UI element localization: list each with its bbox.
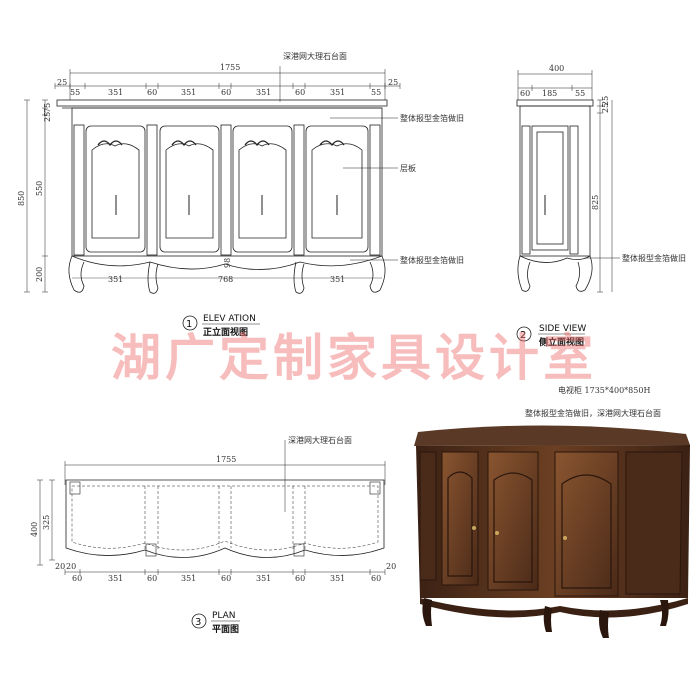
elev-dim-7: 60 [295,88,305,97]
side-label-cn: 侧立面视图 [539,336,584,348]
side-label-en: SIDE VIEW [539,324,586,334]
plan-left-dim-1: 325 [42,515,51,530]
elev-dim-8: 351 [330,88,345,97]
elevation-label-cn: 正立面视图 [203,326,248,338]
side-right-dim-1: 25 [601,103,610,113]
plan-dim-9: 60 [371,574,381,583]
plan-label-en: PLAN [212,611,236,621]
plan-dim-7: 60 [295,574,305,583]
plan-dim-5: 60 [221,574,231,583]
side-dim-0: 60 [520,89,530,98]
elev-dim-4: 351 [181,88,196,97]
sideboard-photo [410,420,690,645]
elev-center-dim: 98 [223,258,232,268]
elev-overall-width: 1755 [220,63,240,72]
plan-dim-0: 20 [66,562,76,571]
side-note: 整体报型金箔做旧 [622,253,686,263]
plan-left-dim-2: 20 [55,562,65,571]
elev-overall-height: 850 [17,191,26,206]
side-dim-1: 185 [542,89,557,98]
elev-bottom-dim-2: 351 [330,275,345,284]
watermark-text: 湖广定制家具设计室 [111,329,597,387]
side-number: 2 [520,330,526,341]
elev-dim-9: 55 [371,88,381,97]
side-right-dim-0: 25 [601,96,610,106]
elev-bottom-dim-1: 768 [218,275,233,284]
elev-dim-0: 25 [57,78,67,87]
plan-number: 3 [195,617,201,628]
side-right-dim-2: 825 [591,195,600,210]
elev-dim-1: 55 [70,88,80,97]
elevation-view [24,66,401,294]
elev-note-1: 层板 [400,163,416,173]
spec-note: 电视柜 1735*400*850H [558,385,650,395]
elevation-annotations: 1755 深港网大理石台面 25 55 351 60 351 60 351 60… [17,51,464,284]
plan-overall-width: 1755 [216,455,236,464]
elevation-label-en: ELEV ATION [203,314,256,324]
finish-note: 整体报型金箔做旧，深港网大理石台面 [525,408,661,418]
side-view [516,70,620,293]
plan-dim-1: 60 [72,574,82,583]
plan-dim-4: 351 [181,574,196,583]
plan-view [37,440,386,575]
elev-dim-10: 25 [388,78,398,87]
elev-note-2: 整体报型金箔做旧 [400,255,464,265]
plan-dim-8: 351 [330,574,345,583]
side-dim-2: 55 [575,89,585,98]
elev-dim-6: 351 [256,88,271,97]
elev-left-dim-3: 200 [35,267,44,282]
plan-title: 3 PLAN 平面图 [191,611,240,635]
elev-left-dim-2: 550 [35,181,44,196]
elevation-title: 1 ELEV ATION 正立面视图 [182,314,260,338]
elev-left-dim-1: 25 [43,112,52,122]
side-annotations: 400 60 185 55 25 25 825 整体报型金箔做旧 [520,64,686,263]
plan-dim-6: 351 [256,574,271,583]
elev-dim-5: 60 [221,88,231,97]
side-title: 2 SIDE VIEW 侧立面视图 [516,324,586,348]
plan-annotations: 1755 深港网大理石台面 400 325 20 20 60 351 60 35… [30,435,396,583]
plan-label-cn: 平面图 [212,624,239,635]
plan-left-dim-0: 400 [30,522,39,537]
elev-dim-2: 351 [108,88,123,97]
side-overall-width: 400 [549,64,564,73]
elev-top-note: 深港网大理石台面 [283,51,347,61]
plan-dim-3: 60 [147,574,157,583]
plan-dim-2: 351 [108,574,123,583]
elev-note-0: 整体报型金箔做旧 [400,113,464,123]
plan-top-note: 深港网大理石台面 [288,435,352,445]
plan-dim-10: 20 [386,562,396,571]
elev-bottom-dim-0: 351 [108,275,123,284]
elevation-number: 1 [186,319,192,330]
elev-dim-3: 60 [147,88,157,97]
elev-left-dim-0: 75 [43,103,52,113]
